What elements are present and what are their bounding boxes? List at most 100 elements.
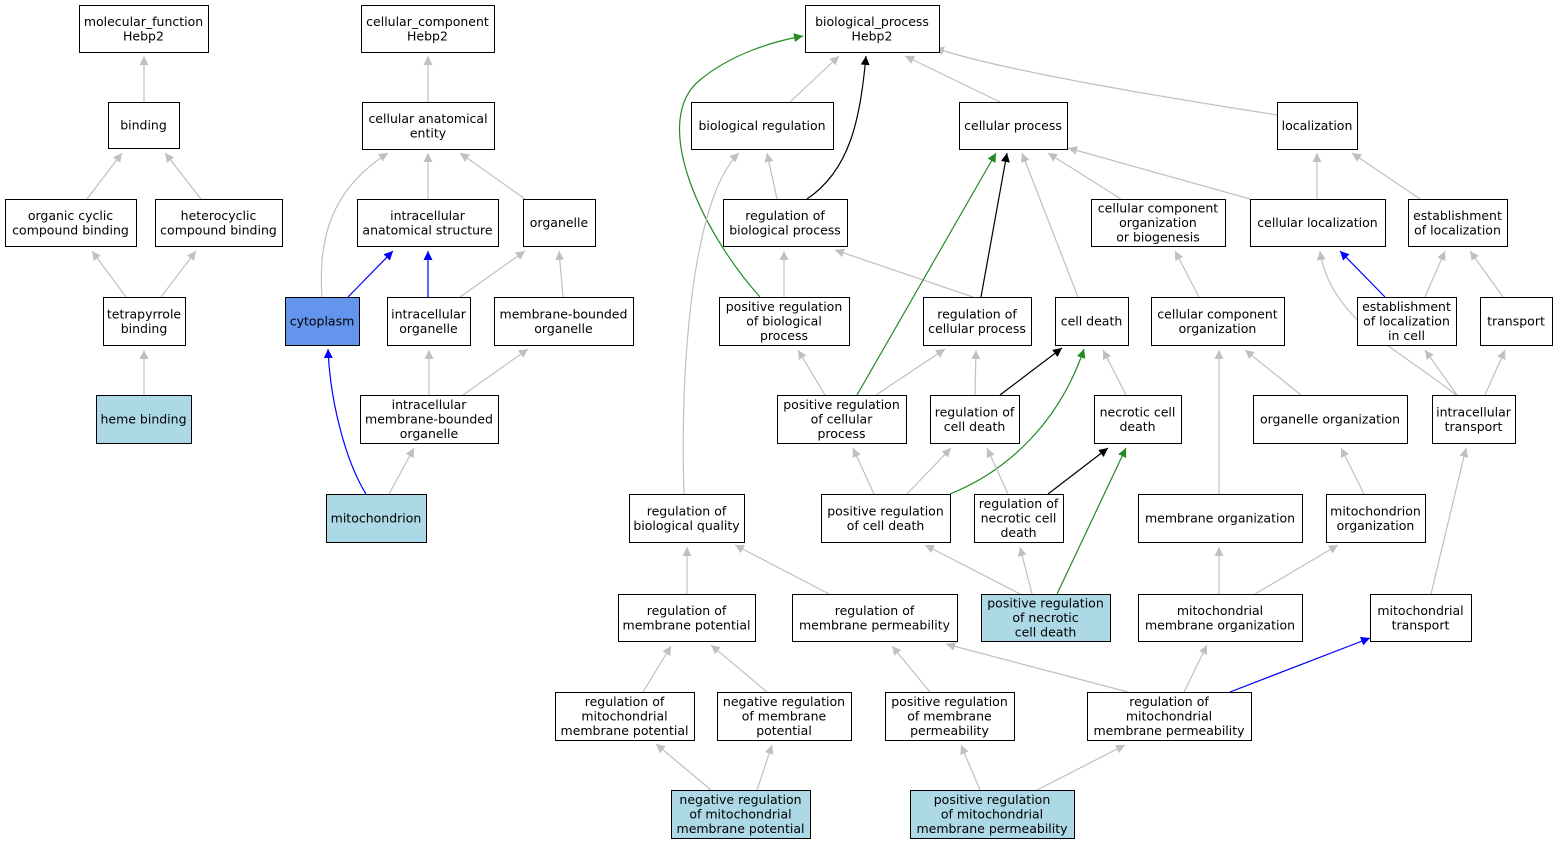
edge-is-a-pos-reg-cp-to-reg-cp — [875, 348, 946, 396]
term-label: regulation of — [937, 306, 1017, 321]
edge-is-a-cytoplasm-to-cae — [320, 152, 389, 298]
term-label: potential — [756, 723, 812, 738]
term-label: negative regulation — [679, 792, 801, 807]
edge-regulates-reg-bp-to-bp — [806, 55, 870, 200]
edge-is-a-pos-reg-cd-to-pos-reg-cp — [852, 447, 875, 495]
term-label: organization — [1119, 215, 1197, 230]
edge-positively-regulates-pos-reg-cd-to-cell-death — [949, 348, 1086, 495]
term-label: biological quality — [633, 518, 740, 533]
edge-is-a-tetrapyrrole-to-organic-cyclic — [91, 250, 127, 298]
term-label: cellular process — [964, 118, 1062, 133]
edge-positively-regulates-pos-reg-cp-to-cell-proc — [856, 152, 997, 396]
term-label: membrane-bounded — [365, 412, 493, 427]
edge-is-a-cell-death-to-cell-proc — [1021, 152, 1079, 298]
edge-is-a-reg-mperm-to-reg-bq — [734, 544, 830, 595]
term-box — [691, 102, 834, 150]
term-box — [717, 692, 852, 741]
term-label: death — [1000, 525, 1036, 540]
term-label: transport — [1487, 314, 1545, 329]
term-label: biological regulation — [698, 118, 825, 133]
term-box — [1370, 594, 1472, 642]
edge-is-a-cell-proc-to-bp — [904, 55, 1001, 103]
term-label: regulation of — [745, 208, 825, 223]
term-node-cell-proc[interactable]: cellular process — [959, 102, 1068, 150]
term-label: membrane permeability — [1093, 723, 1245, 738]
term-node-binding[interactable]: binding — [108, 102, 180, 149]
edge-is-a-reg-bq-to-bio-reg — [682, 152, 740, 495]
term-label: regulation of — [647, 603, 727, 618]
term-label: intracellular — [392, 397, 468, 412]
term-label: organelle — [530, 215, 589, 230]
term-node-mito[interactable]: mitochondrion — [326, 494, 427, 543]
term-label: intracellular — [391, 306, 467, 321]
term-box — [361, 5, 495, 53]
edge-is-a-neg-reg-mp-to-reg-mp — [710, 644, 768, 693]
term-box — [362, 102, 495, 150]
term-node-localization[interactable]: localization — [1277, 102, 1358, 150]
edge-is-a-tetrapyrrole-to-heterocyclic — [160, 250, 197, 298]
term-label: of cellular — [811, 412, 874, 427]
term-box — [1055, 297, 1129, 346]
term-label: cellular_component — [366, 14, 489, 29]
term-label: of mitochondrial — [941, 807, 1043, 822]
term-box — [108, 102, 180, 149]
term-node-cytoplasm[interactable]: cytoplasm — [285, 297, 360, 346]
term-label: anatomical structure — [362, 222, 492, 237]
term-node-heme[interactable]: heme binding — [96, 395, 192, 444]
term-node-org-org[interactable]: organelle organization — [1253, 395, 1408, 444]
edge-positively-regulates-pos-reg-bp-to-bp — [678, 33, 804, 298]
term-node-cell-loc[interactable]: cellular localization — [1250, 199, 1386, 247]
edge-is-a-intra-transport-to-transport — [1484, 349, 1506, 396]
term-box — [5, 199, 137, 247]
edge-is-a-heterocyclic-to-binding — [164, 152, 202, 200]
edge-is-a-mito-org-to-org-org — [1340, 447, 1365, 495]
term-label: entity — [410, 125, 447, 140]
term-node-organelle[interactable]: organelle — [523, 199, 596, 247]
term-box — [79, 5, 209, 53]
term-box — [792, 594, 958, 642]
term-node-bio-reg[interactable]: biological regulation — [691, 102, 834, 150]
term-node-transport[interactable]: transport — [1480, 297, 1553, 346]
edge-is-a-organic-cyclic-to-binding — [86, 152, 123, 200]
term-node-cell-death[interactable]: cell death — [1055, 297, 1129, 346]
term-node-mem-org[interactable]: membrane organization — [1138, 494, 1303, 543]
